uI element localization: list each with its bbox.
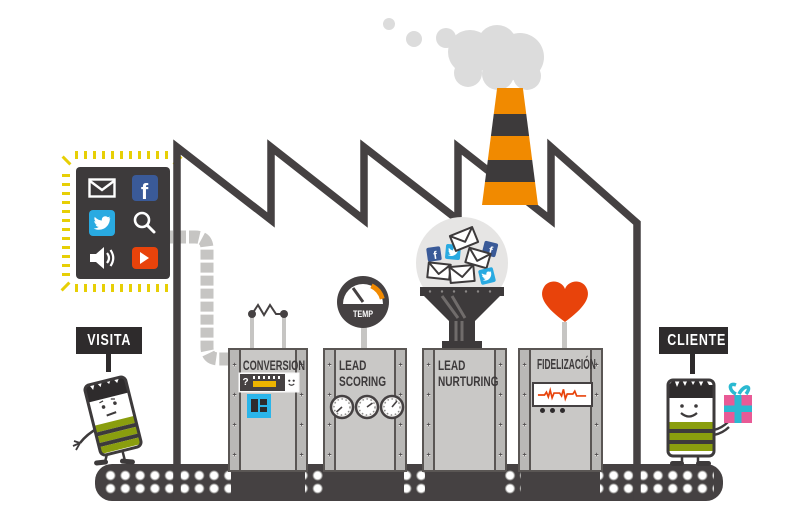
envelope-icon	[464, 246, 492, 270]
antenna-dot	[248, 310, 256, 318]
twitter-icon	[88, 209, 115, 236]
progress-track	[252, 374, 284, 391]
conveyor-belt	[95, 464, 723, 501]
rays-bottom	[75, 284, 171, 292]
resistor-wire-icon	[252, 303, 284, 317]
cliente-sign: CLIENTE	[659, 327, 728, 354]
cliente-sign-post	[690, 352, 695, 374]
smiley-icon	[285, 374, 298, 391]
machine-label: CONVERSION	[242, 357, 306, 373]
indicator-dots	[540, 408, 565, 413]
dial-gauges	[329, 394, 405, 420]
antenna-dot	[280, 310, 288, 318]
facebook-icon: f	[131, 175, 158, 202]
audio-speaker-icon	[89, 246, 114, 269]
rivet-column: ++++	[590, 350, 601, 470]
svg-text:f: f	[487, 245, 494, 258]
conversion-progress-widget: ?	[240, 374, 298, 391]
rays-left	[62, 170, 70, 276]
gauge-label: TEMP	[353, 309, 374, 320]
rivet-column: ++++	[295, 350, 306, 470]
traffic-channels-panel: f	[76, 167, 170, 279]
machine-label: FIDELIZACIÓN	[537, 357, 596, 373]
twitter-icon	[478, 267, 496, 285]
rays-top	[75, 151, 171, 159]
temp-gauge: TEMP	[337, 276, 389, 328]
ekg-line	[537, 387, 587, 402]
visita-sign: VISITA	[76, 327, 142, 354]
heart-stick	[562, 322, 567, 348]
dial-icon	[354, 394, 380, 420]
dial-icon	[379, 394, 405, 420]
rivet-column: ++++	[230, 350, 241, 470]
gift-icon	[724, 382, 752, 423]
machine-conversion: ++++ ++++ CONVERSION ?	[228, 298, 308, 498]
envelope-icon	[426, 261, 452, 281]
machine-body: ++++ ++++ FIDELIZACIÓN	[518, 348, 603, 472]
gauge-stick	[361, 326, 367, 350]
visita-sign-post	[106, 352, 111, 372]
rivet-column: ++++	[520, 350, 531, 470]
email-icon	[87, 178, 116, 199]
dial-icon	[329, 394, 355, 420]
window-icon	[247, 394, 271, 418]
machine-body: ++++ ++++ CONVERSION ?	[228, 348, 308, 472]
glass-dome: f f	[416, 217, 508, 309]
svg-text:f: f	[433, 250, 439, 262]
rivet-column: ++++	[424, 350, 435, 470]
heart-icon	[542, 281, 588, 322]
facebook-icon: f	[426, 246, 442, 262]
antenna-post	[282, 316, 286, 350]
funnel	[420, 287, 504, 348]
antenna-post	[250, 316, 254, 350]
question-mark: ?	[242, 377, 249, 388]
conveyor-rollers	[104, 469, 714, 495]
progress-bar	[253, 380, 277, 387]
envelope-icon	[448, 263, 476, 285]
visitor-character	[72, 375, 143, 466]
machine-fidelizacion: ++++ ++++ FIDELIZACIÓN	[518, 276, 603, 498]
client-character	[666, 378, 752, 466]
youtube-icon	[131, 246, 158, 269]
heartbeat-monitor	[532, 382, 593, 407]
search-icon	[133, 211, 155, 234]
rivet-column: ++++	[494, 350, 505, 470]
envelope-icon	[448, 226, 480, 252]
